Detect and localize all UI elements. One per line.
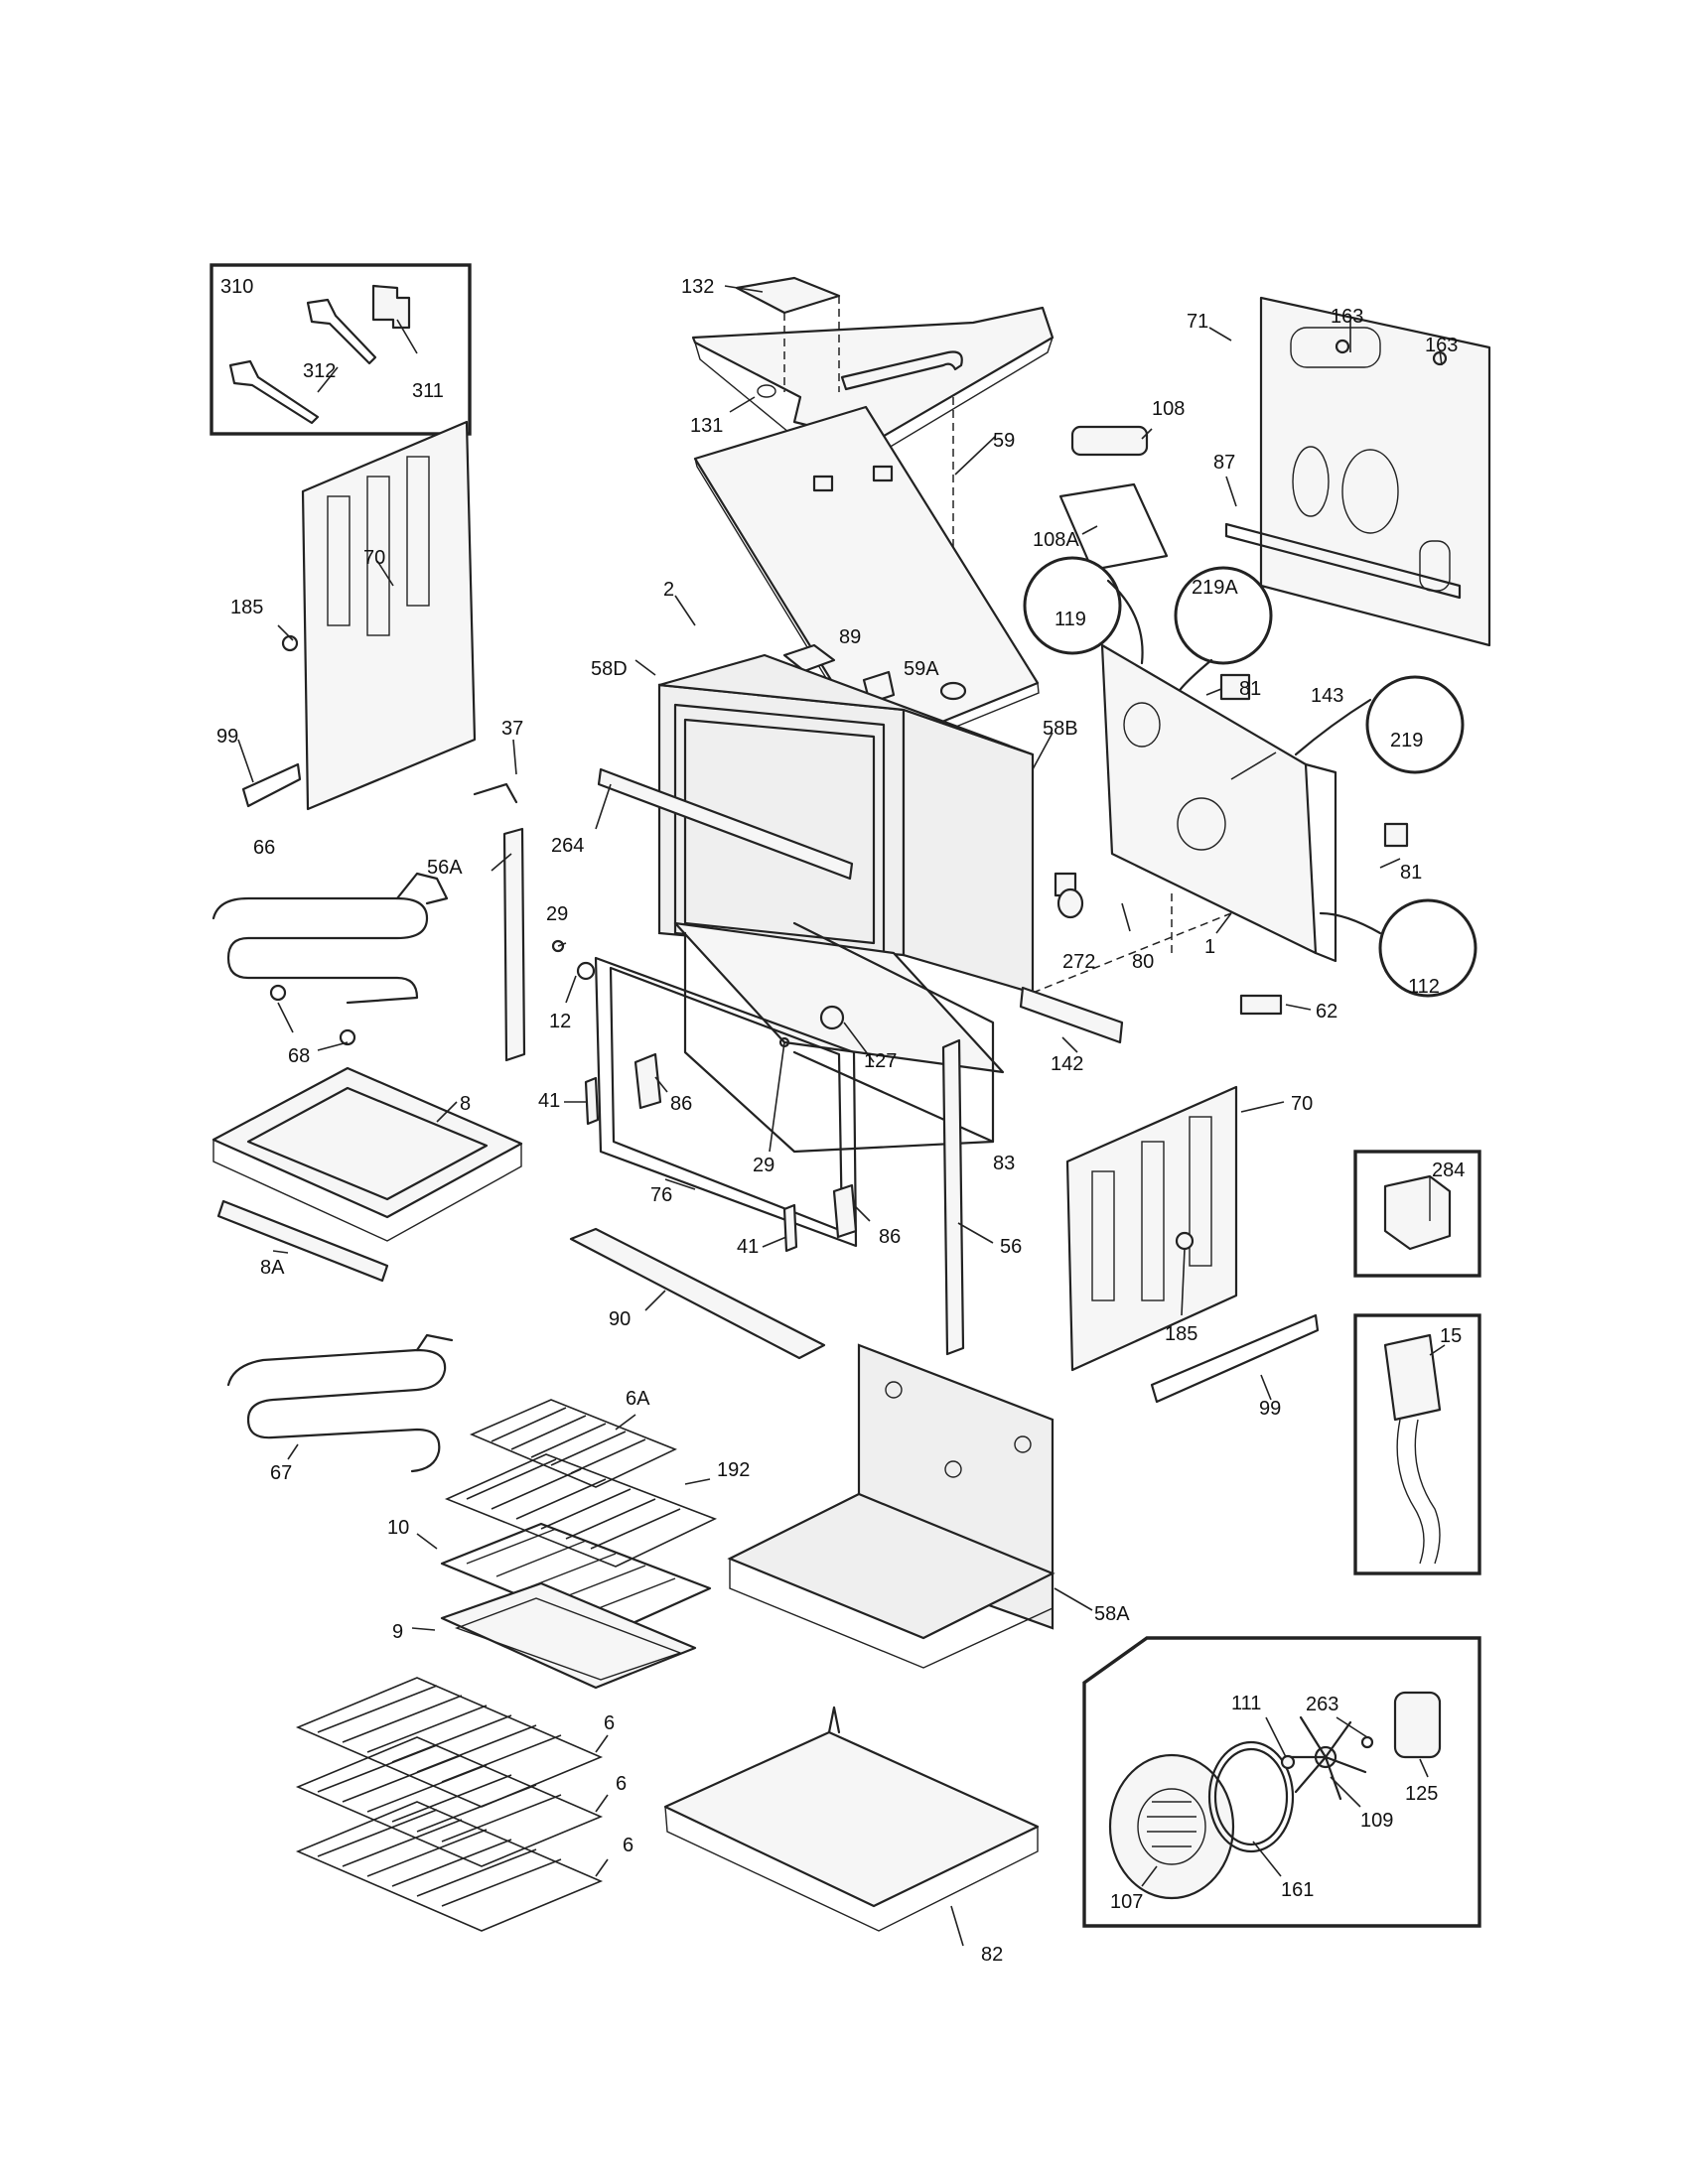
- top-panel-2: [674, 405, 1040, 783]
- label-81b: 81: [1400, 862, 1422, 884]
- label-81a: 81: [1239, 678, 1261, 700]
- label-6c: 6: [623, 1835, 633, 1856]
- label-6a: 6: [604, 1712, 615, 1734]
- label-107: 107: [1110, 1891, 1143, 1913]
- label-219: 219: [1390, 730, 1423, 751]
- label-41a: 41: [538, 1090, 560, 1112]
- label-82: 82: [981, 1944, 1003, 1966]
- oven-cavity-58D-58B: [634, 653, 1054, 1154]
- label-163a: 163: [1331, 306, 1363, 328]
- label-311: 311: [412, 380, 444, 402]
- label-263: 263: [1306, 1694, 1338, 1715]
- label-80: 80: [1132, 951, 1154, 973]
- callout-circles: [1023, 556, 1477, 998]
- label-86a: 86: [670, 1093, 692, 1115]
- cavity-bottom-58A: [727, 1343, 1093, 1669]
- label-6A: 6A: [626, 1388, 650, 1410]
- label-192: 192: [717, 1459, 750, 1481]
- label-99a: 99: [216, 726, 238, 748]
- label-111: 111: [1231, 1693, 1261, 1714]
- label-76: 76: [650, 1184, 672, 1206]
- label-89: 89: [839, 626, 861, 648]
- label-58B: 58B: [1043, 718, 1078, 740]
- convection-fan-inset: [1082, 1636, 1481, 1928]
- label-6b: 6: [616, 1773, 627, 1795]
- label-9: 9: [392, 1621, 403, 1643]
- label-71: 71: [1187, 311, 1208, 333]
- label-185a: 185: [230, 597, 263, 618]
- label-108: 108: [1152, 398, 1185, 420]
- label-58D: 58D: [591, 658, 628, 680]
- label-161: 161: [1281, 1879, 1314, 1901]
- label-264: 264: [551, 835, 584, 857]
- label-131: 131: [690, 415, 723, 437]
- label-112: 112: [1408, 976, 1440, 998]
- label-68: 68: [288, 1045, 310, 1067]
- label-62: 62: [1316, 1001, 1337, 1023]
- label-8: 8: [460, 1093, 471, 1115]
- label-66: 66: [253, 837, 275, 859]
- part-labels: 310 312 311 132 131 59 108 108A 71 163 1…: [216, 276, 1465, 1966]
- label-70a: 70: [363, 547, 385, 569]
- label-284: 284: [1432, 1160, 1465, 1181]
- inset-box-284: [1353, 1150, 1481, 1278]
- label-59: 59: [993, 430, 1015, 452]
- bottom-shelf-82: [663, 1706, 1040, 1947]
- label-56: 56: [1000, 1236, 1022, 1258]
- oven-door-8: [211, 1066, 523, 1283]
- vent-142-block-62: [1019, 986, 1312, 1053]
- label-310: 310: [220, 276, 253, 298]
- label-125: 125: [1405, 1783, 1438, 1805]
- label-37: 37: [501, 718, 523, 740]
- bake-element-67: [226, 1333, 454, 1473]
- label-41b: 41: [737, 1236, 759, 1258]
- oven-racks-6: [295, 1677, 609, 1932]
- label-90: 90: [609, 1308, 631, 1330]
- label-312: 312: [303, 360, 336, 382]
- side-panel-70-right: [1065, 1085, 1320, 1404]
- label-8A: 8A: [260, 1257, 285, 1279]
- side-panel-70-left: [237, 420, 477, 811]
- label-109: 109: [1360, 1810, 1393, 1832]
- label-10: 10: [387, 1517, 409, 1539]
- label-108A: 108A: [1033, 529, 1079, 551]
- label-143: 143: [1311, 685, 1343, 707]
- label-58A: 58A: [1094, 1603, 1130, 1625]
- label-15: 15: [1440, 1325, 1462, 1347]
- label-87: 87: [1213, 452, 1235, 474]
- label-163b: 163: [1425, 335, 1458, 356]
- label-86b: 86: [879, 1226, 901, 1248]
- label-2: 2: [663, 579, 674, 601]
- side-rails: [473, 739, 994, 1356]
- label-272: 272: [1062, 951, 1095, 973]
- label-219A: 219A: [1192, 577, 1238, 599]
- label-185b: 185: [1165, 1323, 1197, 1345]
- label-119: 119: [1055, 609, 1086, 630]
- label-127: 127: [864, 1050, 897, 1072]
- inset-box-310: [210, 263, 472, 436]
- label-56A: 56A: [427, 857, 463, 879]
- label-99b: 99: [1259, 1398, 1281, 1420]
- label-1: 1: [1204, 936, 1215, 958]
- label-83: 83: [993, 1153, 1015, 1174]
- cooling-fan-108: [1058, 425, 1169, 572]
- label-29a: 29: [546, 903, 568, 925]
- control-bracket-1: [1032, 643, 1409, 994]
- label-29b: 29: [753, 1155, 774, 1176]
- label-59A: 59A: [904, 658, 939, 680]
- wire-conduit-59: [840, 350, 996, 476]
- inset-box-15: [1353, 1313, 1481, 1575]
- label-12: 12: [549, 1011, 571, 1032]
- label-70b: 70: [1291, 1093, 1313, 1115]
- label-67: 67: [270, 1462, 292, 1484]
- broil-element-66: [211, 872, 449, 1051]
- rear-panel-71: [1208, 296, 1491, 647]
- rack-and-broil-pan: [411, 1399, 718, 1690]
- door-assembly-76: [551, 939, 875, 1253]
- label-142: 142: [1051, 1053, 1083, 1075]
- top-cover-assembly: [691, 276, 1055, 615]
- label-132: 132: [681, 276, 714, 298]
- lower-trim-90: [569, 1227, 826, 1360]
